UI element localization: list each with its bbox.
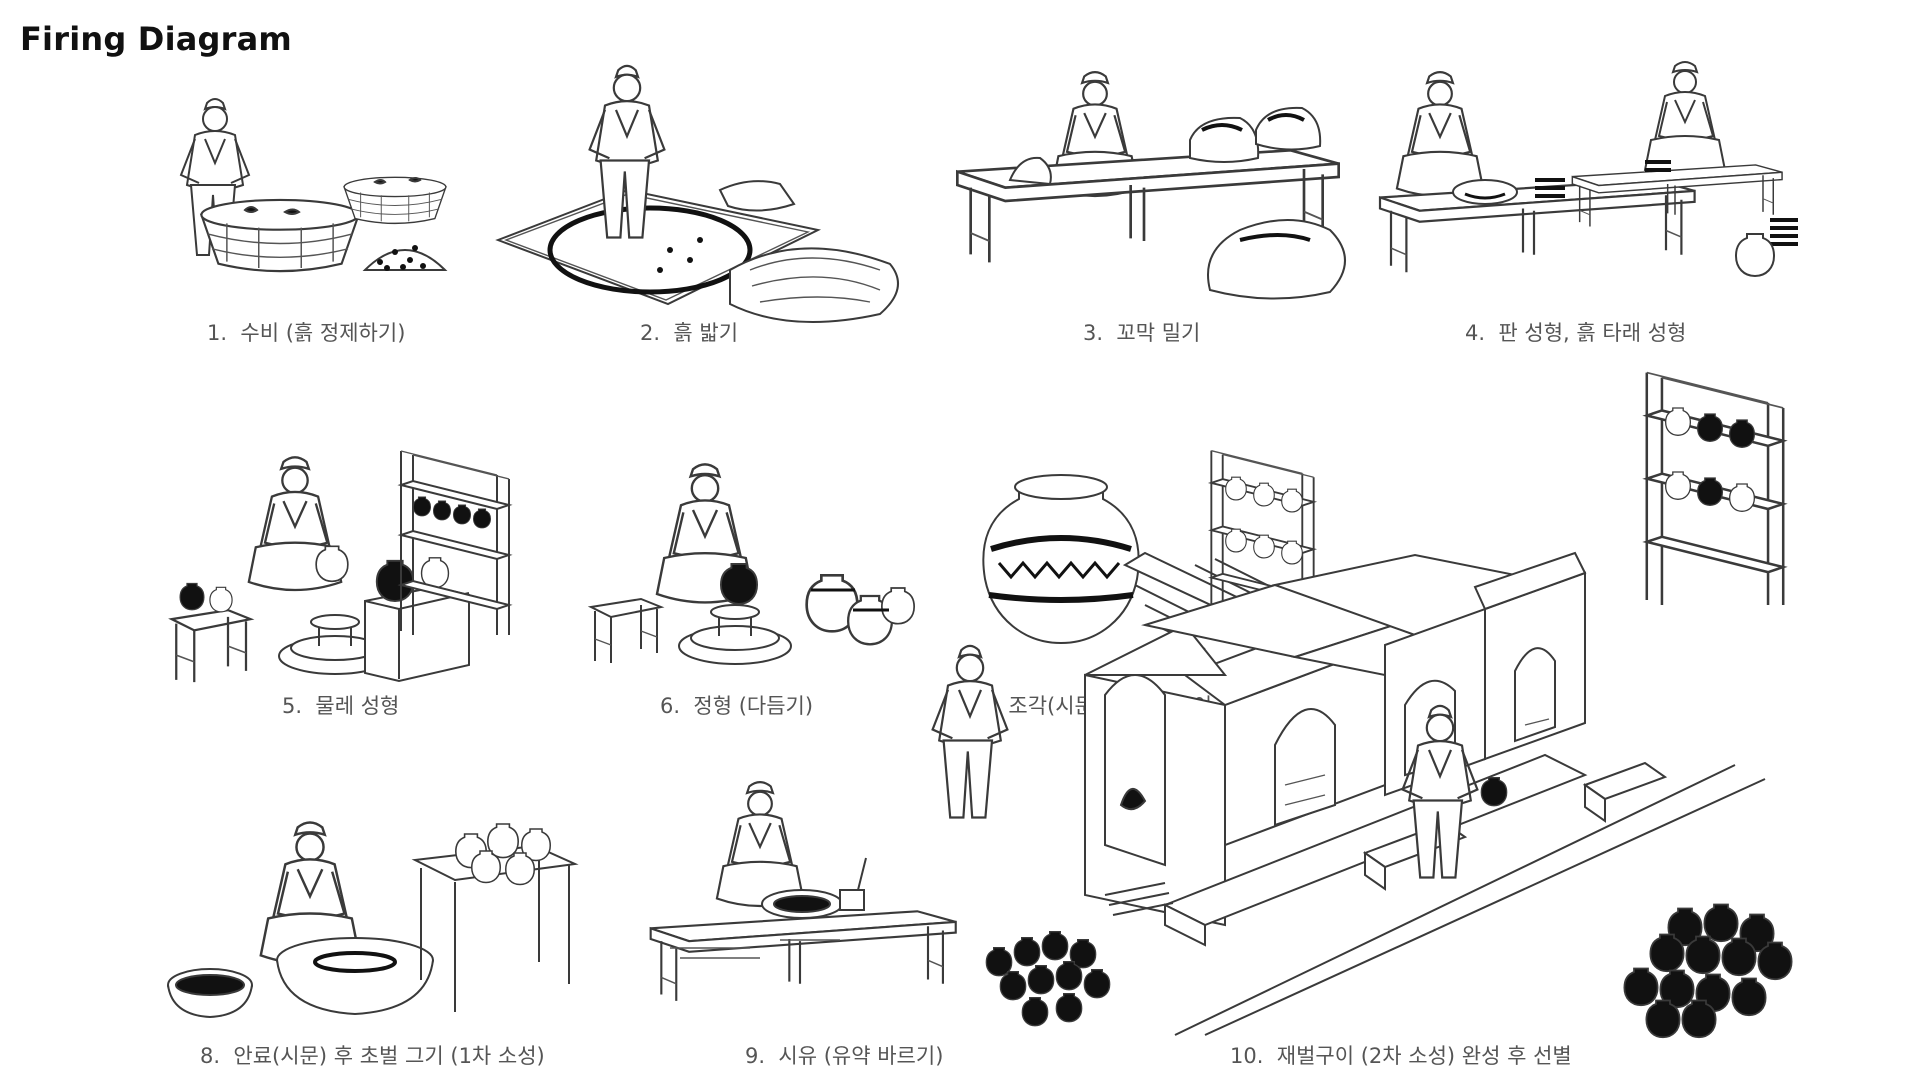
step-1-caption: 1. 수비 (흙 정제하기) bbox=[207, 321, 406, 345]
step-4-caption: 4. 판 성형, 흙 타래 성형 bbox=[1465, 321, 1687, 345]
step-8-illustration bbox=[165, 821, 615, 1035]
step-1-illustration bbox=[179, 97, 475, 273]
step-3-caption: 3. 꼬막 밀기 bbox=[1083, 321, 1201, 345]
step-5-caption: 5. 물레 성형 bbox=[282, 694, 400, 718]
step-5-illustration bbox=[170, 449, 511, 684]
step-10-illustration bbox=[931, 371, 1793, 1039]
step-3-illustration bbox=[955, 71, 1350, 310]
step-2-illustration bbox=[490, 64, 930, 320]
step-2-caption: 2. 흙 밟기 bbox=[640, 321, 739, 345]
step-9-illustration bbox=[649, 780, 958, 1003]
step-6-illustration bbox=[589, 463, 915, 665]
step-9-caption: 9. 시유 (유약 바르기) bbox=[745, 1044, 944, 1068]
step-10-caption: 10. 재벌구이 (2차 소성) 완성 후 선별 bbox=[1230, 1044, 1572, 1068]
step-8-caption: 8. 안료(시문) 후 초벌 그기 (1차 소성) bbox=[200, 1044, 545, 1068]
step-10-jar-cluster bbox=[985, 930, 1111, 1027]
page-title: Firing Diagram bbox=[20, 20, 292, 58]
step-6-caption: 6. 정형 (다듬기) bbox=[660, 694, 814, 718]
step-4-illustration bbox=[1378, 61, 1805, 277]
